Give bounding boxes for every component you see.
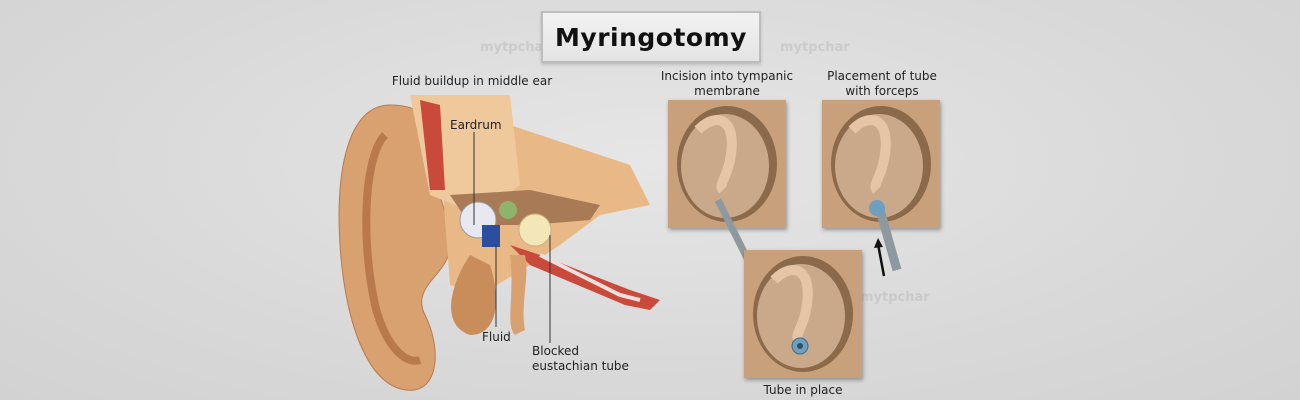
page-title: Myringotomy	[555, 22, 747, 52]
watermark: mytpchar	[480, 40, 550, 55]
step-2-caption: Placement of tube with forceps	[802, 69, 962, 99]
step-3-tube-in-place-panel	[744, 250, 862, 378]
caption-line: Incision into tympanic	[660, 69, 794, 83]
ear-canal-illustration	[677, 106, 777, 272]
ear-canal-illustration	[831, 106, 931, 272]
caption-line: Placement of tube	[827, 69, 937, 83]
step-1-caption: Incision into tympanic membrane	[647, 69, 807, 99]
arrow-up-icon	[874, 238, 886, 277]
left-diagram-caption: Fluid buildup in middle ear	[391, 74, 553, 88]
label-eardrum: Eardrum	[450, 118, 502, 132]
caption-line: with forceps	[845, 84, 919, 98]
step-2-tube-placement-panel	[822, 100, 940, 272]
caption-line: membrane	[694, 84, 760, 98]
label-fluid: Fluid	[482, 330, 511, 344]
ear-canal-illustration	[753, 256, 853, 372]
watermark: mytpchar	[860, 290, 930, 305]
step-1-incision-panel	[668, 100, 786, 272]
label-line: Blocked	[532, 344, 580, 358]
watermark: mytpchar	[780, 40, 850, 55]
title-box: Myringotomy	[541, 11, 761, 63]
label-blocked-eustachian-tube: Blocked eustachian tube	[532, 344, 629, 374]
label-line: eustachian tube	[532, 359, 629, 373]
ear-anatomy-illustration	[338, 95, 660, 391]
step-3-caption: Tube in place	[763, 383, 843, 397]
